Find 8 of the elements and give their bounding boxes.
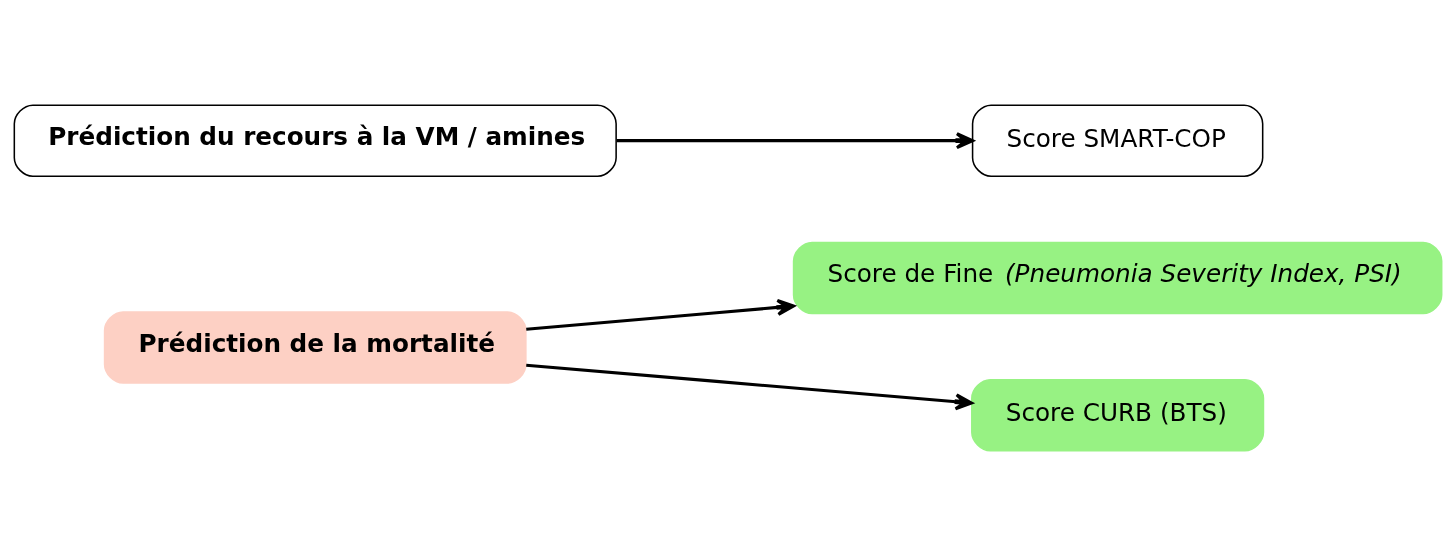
arrow bbox=[526, 298, 795, 331]
arrow bbox=[526, 363, 974, 411]
arrow bbox=[616, 132, 974, 150]
node-box: Score de Fine (Pneumonia Severity Index, PSI) bbox=[792, 241, 1443, 315]
node-box: Prédiction du recours à la VM / amines bbox=[13, 104, 617, 177]
node-box: Score SMART-COP bbox=[971, 104, 1264, 177]
node-box: Score CURB (BTS) bbox=[971, 379, 1265, 452]
node-box: Prédiction de la mortalité bbox=[103, 311, 527, 384]
